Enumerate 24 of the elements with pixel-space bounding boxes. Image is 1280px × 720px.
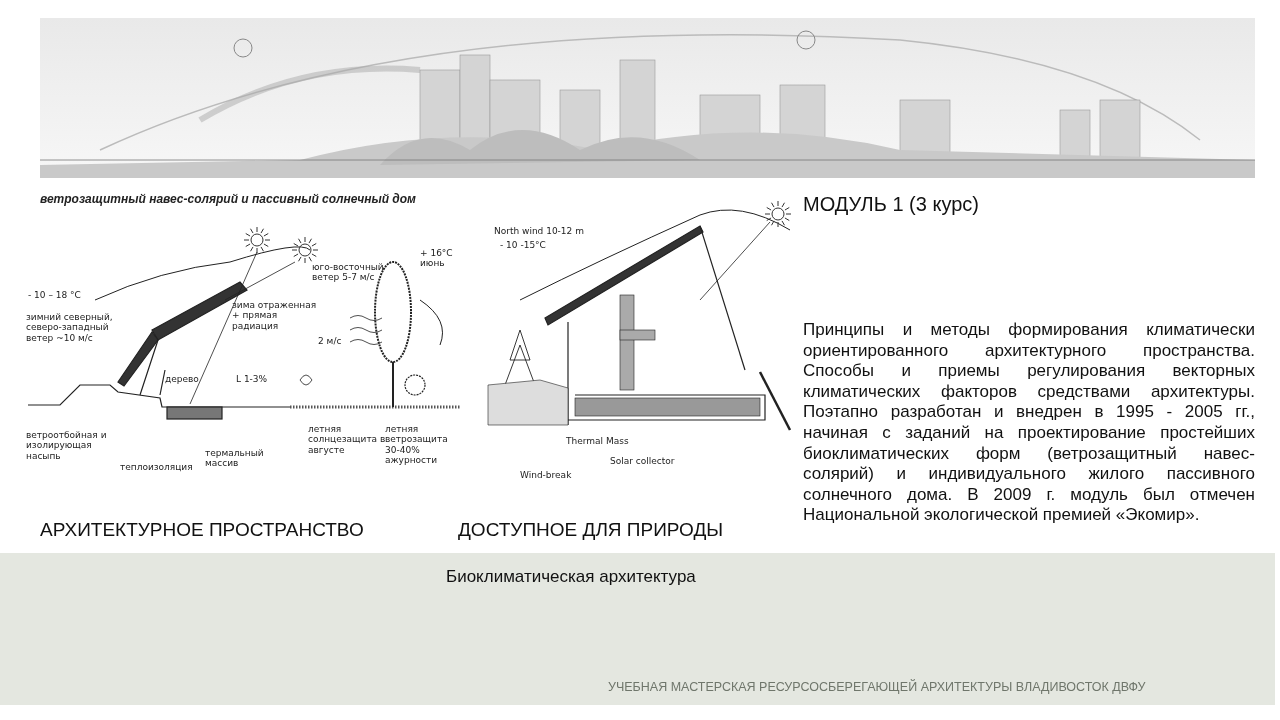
description-paragraph: Принципы и методы формирования климатически ориентированного архитектурного пространства. Способы и приемы регулирования векторных климатических факторов средствами архитектуры. Поэтапно разработан и внедрен в 1995 - 2005 гг., начиная с заданий на проектирование простейших биоклиматических форм (ветрозащитный навес-солярий) и индивидуального жилого пассивного солнечного дома. В 2009 г. модуль был отмечен Национальной экологической премией «Экомир». [803,320,1255,526]
module-heading: МОДУЛЬ 1 (3 курс) [803,193,979,216]
part-label: Solar collector [610,456,675,467]
part-label: теплоизоляция [120,462,193,473]
slogan-text: ДОСТУПНОЕ ДЛЯ ПРИРОДЫ [458,519,724,541]
wind-note: North wind 10-12 m [494,226,584,237]
radiation-note: зима отраженная + прямая радиация [232,300,318,332]
footer-text: УЧЕБНАЯ МАСТЕРСКАЯ РЕСУРСОСБЕРЕГАЮЩЕЙ АРХИТЕКТУРЫ ВЛАДИВОСТОК ДВФУ [608,680,1146,694]
slope-note: L 1-3% [236,374,268,385]
part-label: дерево [165,374,199,385]
temperature-note: - 10 – 18 °C [28,290,81,301]
wind-note: юго-восточный ветер 5-7 м/с [312,262,385,283]
temperature-note: + 16°C июнь [420,248,454,269]
wind-speed-note: 2 м/с [318,336,342,347]
part-label: Thermal Mass [566,436,629,447]
temperature-note: - 10 -15°C [500,240,546,251]
subtitle-text: Биоклиматическая архитектура [446,567,696,587]
slogan-text: АРХИТЕКТУРНОЕ ПРОСТРАНСТВО [40,519,364,541]
part-label: Wind-break [520,470,572,481]
part-label: летняя ветрозащита 30-40% ажурности [385,424,449,466]
part-label: термальный массив [205,448,265,469]
sketch-caption: ветрозащитный навес-солярий и пассивный солнечный дом [40,192,416,206]
wind-note: зимний северный, северо-западный ветер ~10 м/с [26,312,114,344]
part-label: ветроотбойная и изолирующая насыпь [26,430,108,462]
